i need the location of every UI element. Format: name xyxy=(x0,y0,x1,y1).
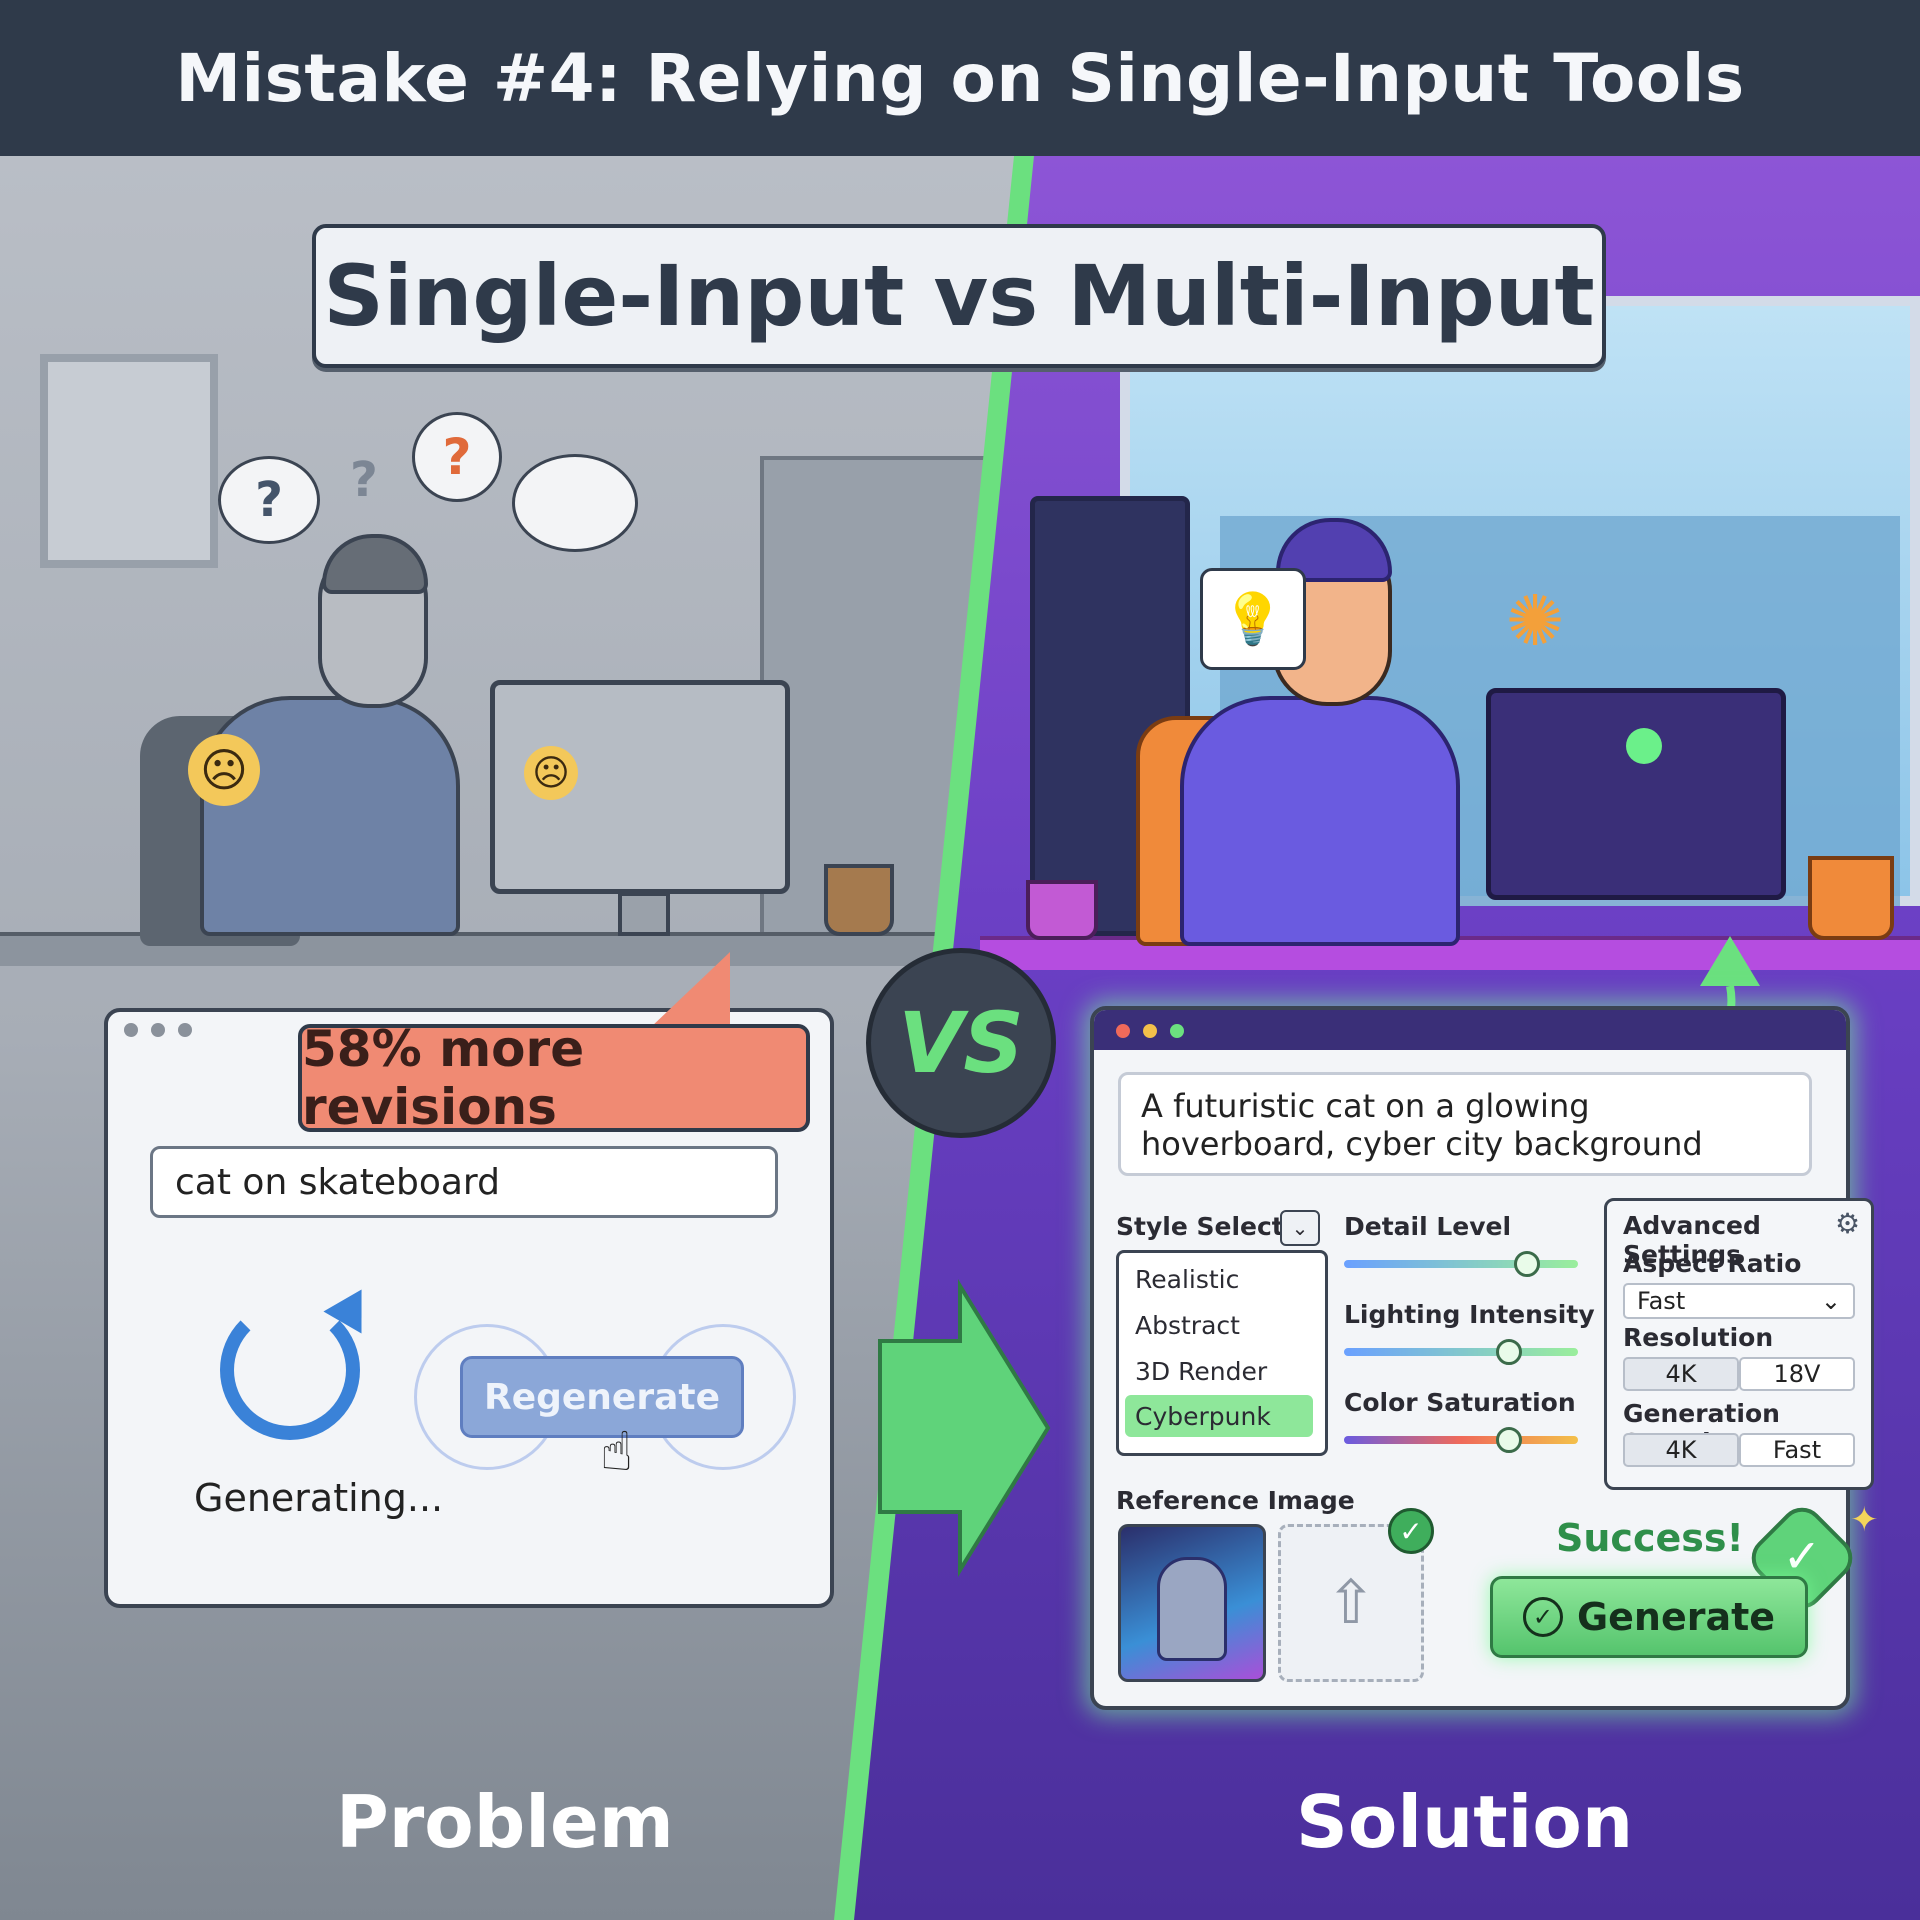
detail-level-slider[interactable] xyxy=(1344,1260,1578,1268)
color-saturation-knob[interactable] xyxy=(1496,1427,1522,1453)
vs-label: VS xyxy=(898,994,1024,1092)
page-title: Mistake #4: Relying on Single-Input Tool… xyxy=(175,39,1745,117)
question-icon: ? xyxy=(350,452,378,508)
problem-label: Problem xyxy=(336,1780,674,1864)
window-dot xyxy=(1170,1024,1185,1038)
chevron-down-icon[interactable]: ⌄ xyxy=(1280,1210,1320,1246)
monitor-stand-left xyxy=(618,892,670,936)
monitor-right xyxy=(1486,688,1786,900)
success-text: Success! xyxy=(1556,1516,1744,1560)
window-controls xyxy=(124,1022,193,1041)
check-circle-icon: ✓ xyxy=(1388,1508,1434,1554)
resolution-option[interactable]: 18V xyxy=(1739,1357,1855,1391)
monitor-light xyxy=(1626,728,1662,764)
wilted-plant xyxy=(824,864,894,936)
generate-label: Generate xyxy=(1576,1595,1776,1639)
resolution-option[interactable]: 4K xyxy=(1623,1357,1739,1391)
banner-title: Single-Input vs Multi-Input xyxy=(323,247,1595,345)
speed-option[interactable]: Fast xyxy=(1739,1433,1855,1467)
generate-button[interactable]: ✓ Generate xyxy=(1490,1576,1808,1658)
style-option-abstract[interactable]: Abstract xyxy=(1135,1311,1240,1340)
wall-frame xyxy=(40,354,218,568)
window-dot xyxy=(151,1023,166,1037)
lighting-intensity-label: Lighting Intensity xyxy=(1344,1300,1595,1329)
resolution-label: Resolution xyxy=(1623,1323,1774,1352)
badge-pointer xyxy=(650,952,730,1028)
style-option-cyberpunk[interactable]: Cyberpunk xyxy=(1125,1395,1313,1437)
healthy-plant xyxy=(1026,880,1098,940)
upload-icon: ⇧ xyxy=(1325,1568,1377,1638)
window-controls xyxy=(1116,1023,1185,1042)
check-circle-icon: ✓ xyxy=(1522,1597,1563,1637)
happy-person xyxy=(1180,696,1460,946)
prompt-input-value: cat on skateboard xyxy=(175,1161,500,1203)
arrow-up-icon xyxy=(1700,936,1760,986)
robot-cat-image xyxy=(1157,1557,1227,1661)
network-icon: ✺ xyxy=(1505,580,1565,662)
window-dot xyxy=(1116,1024,1130,1038)
style-dropdown-list: Realistic Abstract 3D Render Cyberpunk xyxy=(1116,1250,1328,1456)
comparison-banner: Single-Input vs Multi-Input xyxy=(312,224,1606,368)
detailed-prompt-input[interactable]: A futuristic cat on a glowing hoverboard… xyxy=(1118,1072,1812,1176)
aspect-ratio-value: Fast xyxy=(1637,1287,1686,1315)
sad-face-icon: ☹ xyxy=(188,734,260,806)
regenerate-button[interactable]: Regenerate xyxy=(460,1356,744,1438)
check-icon: ✓ xyxy=(1782,1529,1822,1583)
style-option-cyberpunk-label: Cyberpunk xyxy=(1135,1401,1271,1431)
pointer-hand-icon: ☝ xyxy=(600,1420,633,1483)
detail-level-label: Detail Level xyxy=(1344,1212,1512,1241)
window-dot xyxy=(178,1023,193,1037)
speed-option[interactable]: 4K xyxy=(1623,1433,1739,1467)
window-dot xyxy=(124,1023,138,1037)
window-dot xyxy=(1143,1024,1158,1038)
aspect-ratio-label: Aspect Ratio xyxy=(1623,1249,1802,1278)
lightbulb-icon: 💡 xyxy=(1200,568,1306,670)
healthy-plant xyxy=(1808,856,1894,940)
style-option-realistic[interactable]: Realistic xyxy=(1135,1265,1240,1294)
sparkle-icon: ✦ xyxy=(1850,1500,1879,1540)
header-bar: Mistake #4: Relying on Single-Input Tool… xyxy=(0,0,1920,156)
window-titlebar xyxy=(1094,1010,1846,1050)
revisions-text: 58% more revisions xyxy=(302,1020,585,1136)
gear-icon[interactable]: ⚙ xyxy=(1835,1207,1861,1240)
style-option-3d-render[interactable]: 3D Render xyxy=(1135,1357,1268,1386)
frustrated-person xyxy=(200,696,460,936)
question-icon: ? xyxy=(412,412,502,502)
lighting-intensity-slider[interactable] xyxy=(1344,1348,1578,1356)
question-icon: ? xyxy=(218,456,320,544)
aspect-ratio-select[interactable]: Fast ⌄ xyxy=(1623,1283,1855,1319)
generating-status: Generating... xyxy=(194,1476,444,1520)
prompt-input[interactable]: cat on skateboard xyxy=(150,1146,778,1218)
color-saturation-slider[interactable] xyxy=(1344,1436,1578,1444)
advanced-settings-panel: Advanced Settings ⚙ Aspect Ratio Fast ⌄ … xyxy=(1604,1198,1874,1490)
chevron-down-icon: ⌄ xyxy=(1820,1287,1841,1315)
tangled-thought-icon xyxy=(512,454,638,552)
color-saturation-label: Color Saturation xyxy=(1344,1388,1576,1417)
reference-image-label: Reference Image xyxy=(1116,1486,1355,1515)
advanced-settings-title: Advanced Settings xyxy=(1623,1211,1761,1269)
lighting-intensity-knob[interactable] xyxy=(1496,1339,1522,1365)
reference-image-thumbnail[interactable] xyxy=(1118,1524,1266,1682)
solution-label: Solution xyxy=(1296,1780,1634,1864)
arrow-right-icon xyxy=(878,1278,1051,1578)
regenerate-label: Regenerate xyxy=(483,1376,721,1418)
vs-badge: VS xyxy=(866,948,1056,1138)
revisions-badge: 58% more revisions xyxy=(298,1020,810,1136)
sad-face-icon: ☹ xyxy=(524,746,578,800)
detail-level-knob[interactable] xyxy=(1514,1251,1540,1277)
detailed-prompt-value: A futuristic cat on a glowing hoverboard… xyxy=(1141,1087,1703,1163)
